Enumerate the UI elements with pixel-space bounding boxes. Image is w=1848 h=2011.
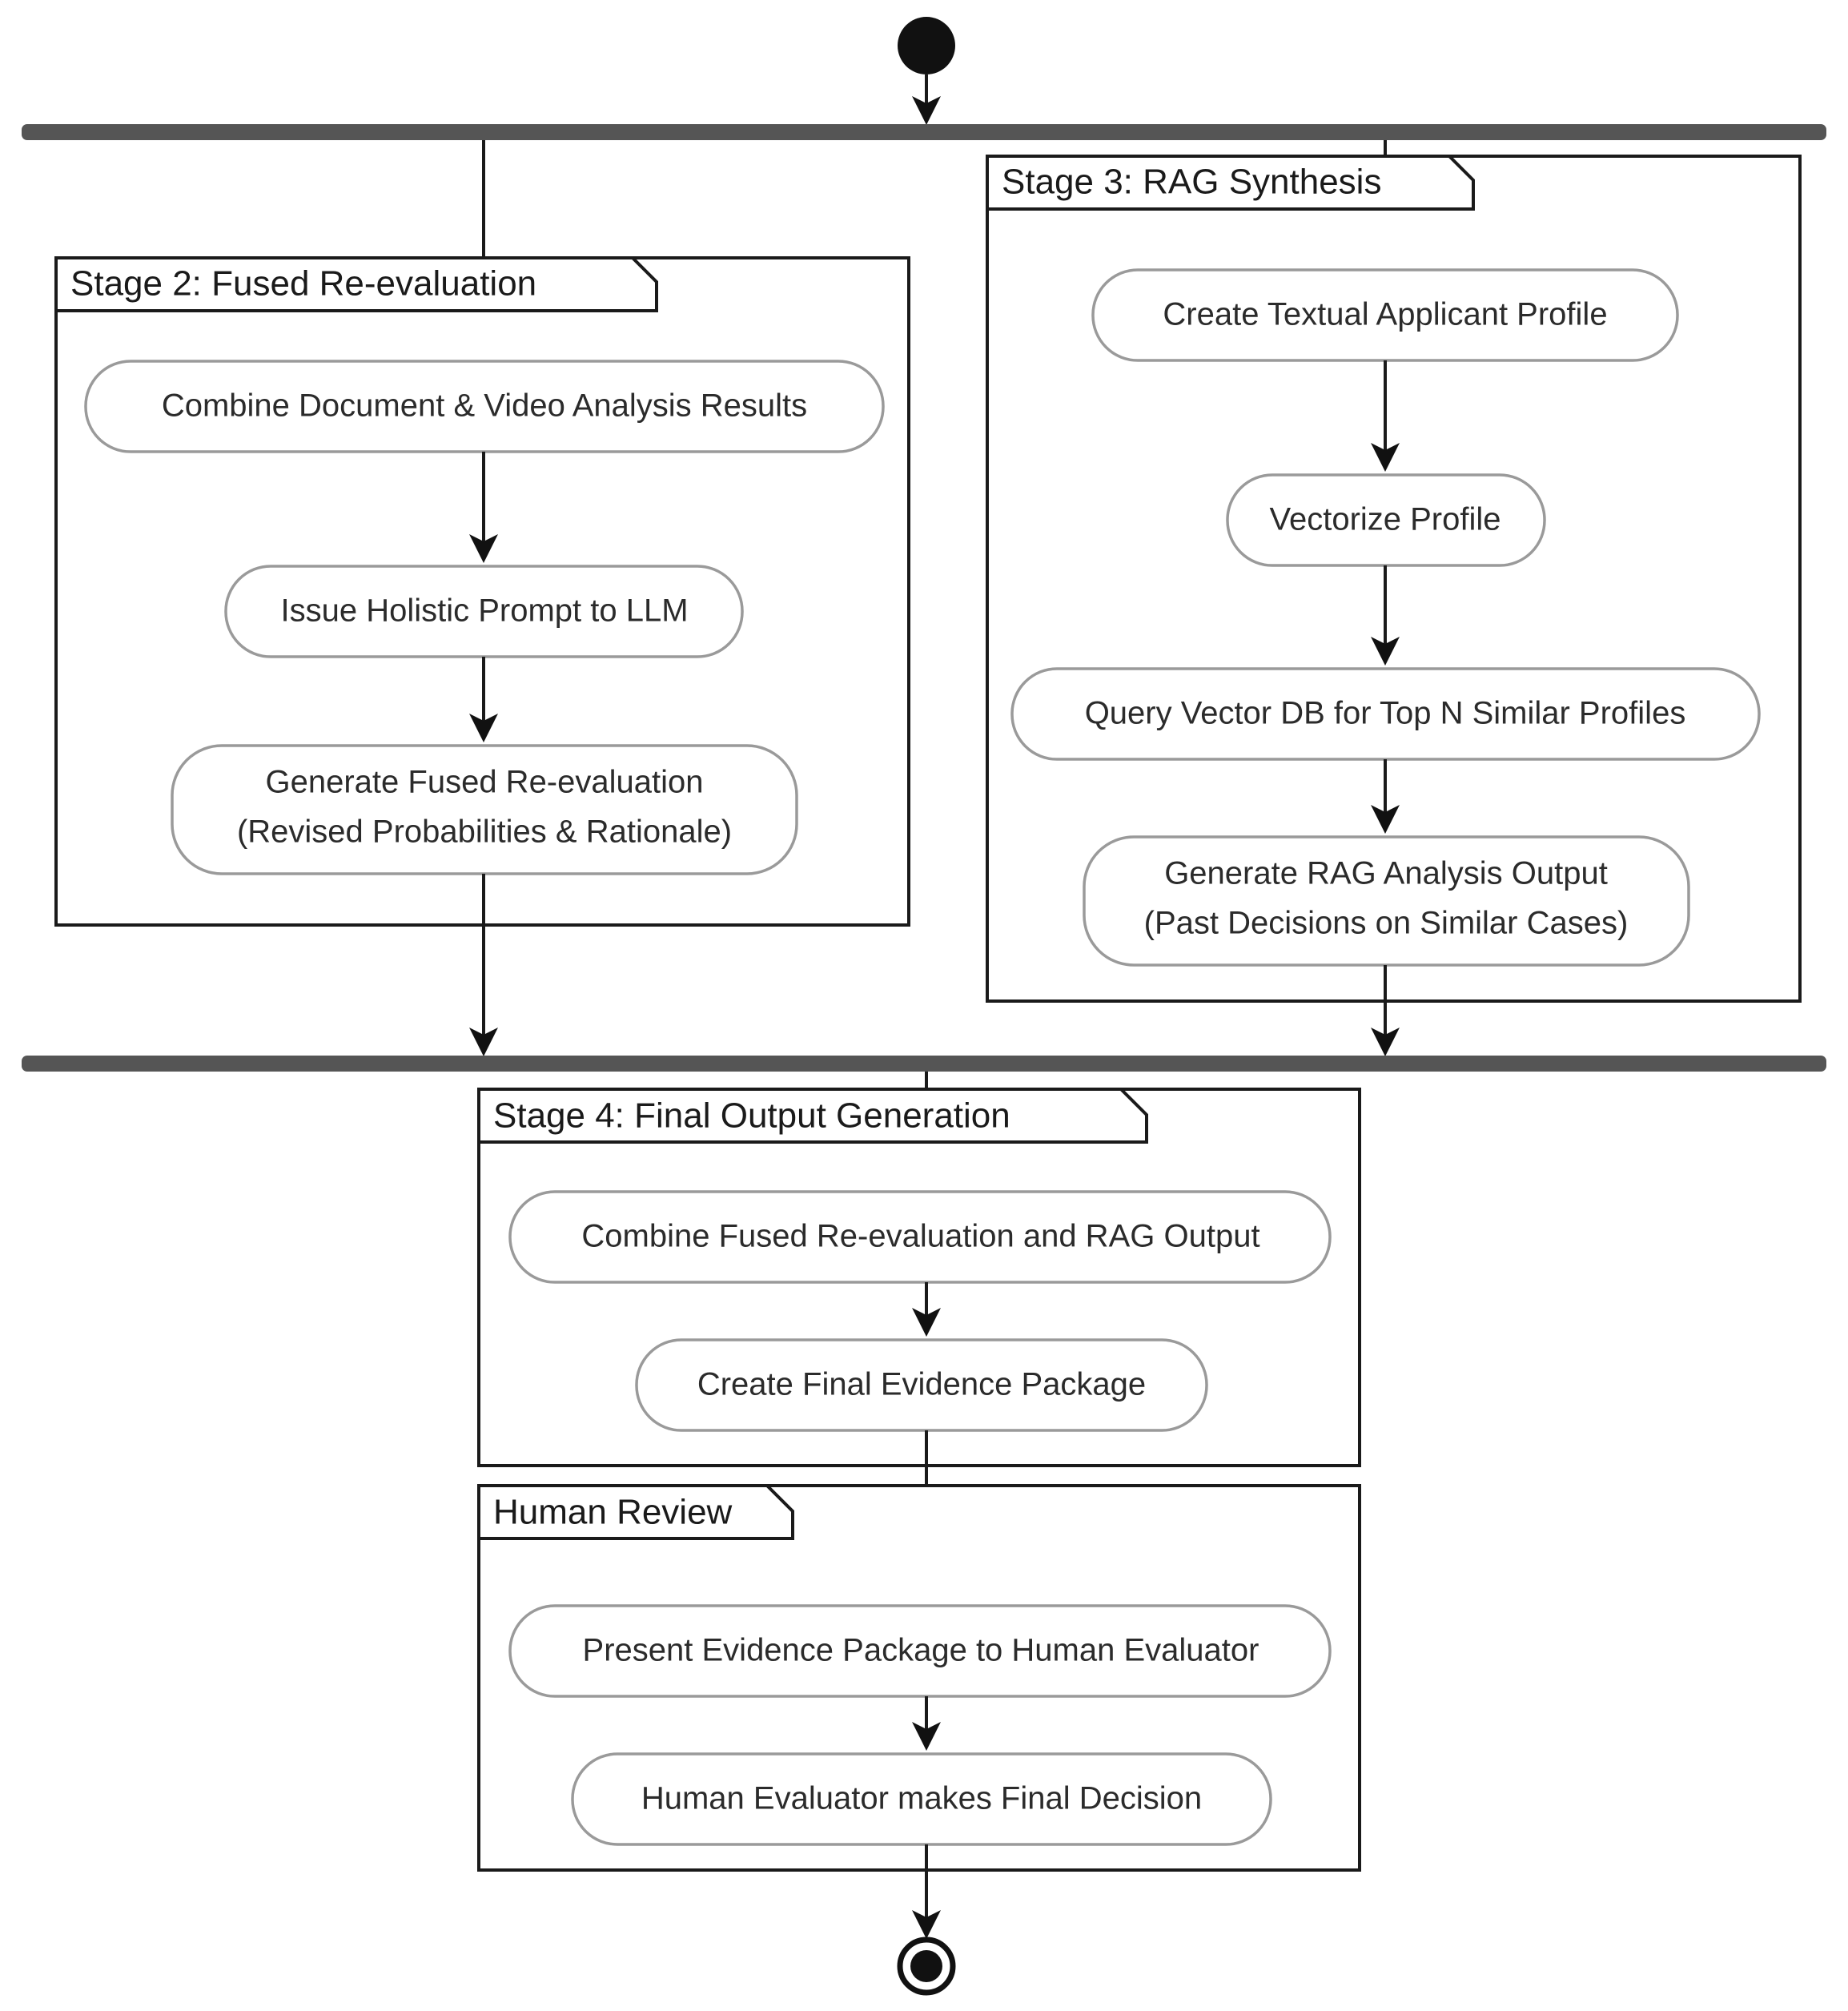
- activity-label-generate-fused-reeval-line2: (Revised Probabilities & Rationale): [237, 814, 732, 850]
- start-node: [898, 17, 955, 74]
- activity-label-generate-fused-reeval-line1: Generate Fused Re-evaluation: [266, 765, 704, 800]
- end-node: [897, 1937, 956, 1996]
- activity-combine-fused-rag[interactable]: Combine Fused Re-evaluation and RAG Outp…: [508, 1190, 1332, 1284]
- join-bar: [22, 1056, 1826, 1072]
- activity-generate-fused-reeval[interactable]: Generate Fused Re-evaluation (Revised Pr…: [171, 744, 798, 875]
- activity-generate-rag-output[interactable]: Generate RAG Analysis Output (Past Decis…: [1083, 835, 1690, 967]
- activity-label-query-vector-db: Query Vector DB for Top N Similar Profil…: [1085, 696, 1686, 731]
- activity-create-textual-profile[interactable]: Create Textual Applicant Profile: [1091, 268, 1679, 362]
- activity-label-generate-rag-output-line1: Generate RAG Analysis Output: [1164, 856, 1608, 891]
- activity-label-issue-holistic-prompt: Issue Holistic Prompt to LLM: [280, 593, 688, 629]
- activity-label-create-evidence-package: Create Final Evidence Package: [697, 1367, 1146, 1402]
- activity-present-evidence[interactable]: Present Evidence Package to Human Evalua…: [508, 1604, 1332, 1698]
- partition-title-stage-2: Stage 2: Fused Re-evaluation: [70, 264, 536, 304]
- partition-title-stage-4: Stage 4: Final Output Generation: [493, 1096, 1010, 1136]
- partition-title-stage-3: Stage 3: RAG Synthesis: [1002, 163, 1381, 202]
- activity-query-vector-db[interactable]: Query Vector DB for Top N Similar Profil…: [1010, 667, 1761, 761]
- activity-vectorize-profile[interactable]: Vectorize Profile: [1226, 473, 1546, 567]
- activity-create-evidence-package[interactable]: Create Final Evidence Package: [635, 1338, 1208, 1432]
- partition-title-human-review: Human Review: [493, 1493, 733, 1532]
- activity-label-combine-fused-rag: Combine Fused Re-evaluation and RAG Outp…: [581, 1219, 1259, 1254]
- activity-issue-holistic-prompt[interactable]: Issue Holistic Prompt to LLM: [224, 565, 744, 658]
- activity-label-vectorize-profile: Vectorize Profile: [1269, 502, 1500, 537]
- activity-label-combine-doc-video: Combine Document & Video Analysis Result…: [162, 388, 807, 424]
- activity-label-present-evidence: Present Evidence Package to Human Evalua…: [583, 1633, 1259, 1668]
- activity-human-final-decision[interactable]: Human Evaluator makes Final Decision: [571, 1752, 1272, 1846]
- activity-label-create-textual-profile: Create Textual Applicant Profile: [1163, 297, 1607, 332]
- fork-bar: [22, 124, 1826, 140]
- activity-label-generate-rag-output-line2: (Past Decisions on Similar Cases): [1144, 906, 1629, 941]
- activity-combine-doc-video[interactable]: Combine Document & Video Analysis Result…: [84, 360, 885, 453]
- activity-label-human-final-decision: Human Evaluator makes Final Decision: [641, 1781, 1202, 1816]
